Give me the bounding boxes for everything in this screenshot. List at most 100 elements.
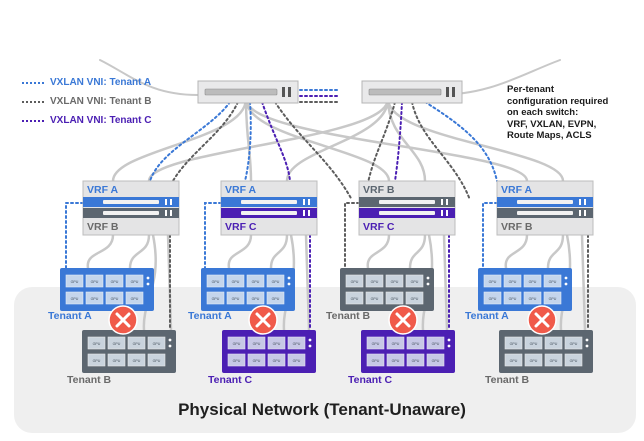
gpu-card: [503, 274, 522, 288]
leaf-led: [165, 199, 167, 205]
gpu-card: [426, 336, 445, 350]
gpu-label: GPU: [489, 297, 497, 301]
physical-link: [244, 97, 529, 183]
gpu-card: [147, 336, 166, 350]
gpu-label: GPU: [232, 297, 240, 301]
physical-link: [99, 59, 199, 96]
server-led: [146, 282, 150, 286]
gpu-label: GPU: [529, 297, 537, 301]
leaf-port-strip: [241, 200, 297, 204]
gpu-label: GPU: [71, 297, 79, 301]
gpu-label: GPU: [509, 280, 517, 284]
leaf-led: [584, 199, 586, 205]
gpu-card: [105, 274, 124, 288]
gpu-card: [246, 274, 265, 288]
gpu-card: [365, 291, 384, 305]
vni-link-tenant-c: [261, 101, 291, 182]
physical-link: [442, 233, 449, 332]
gpu-label: GPU: [71, 280, 79, 284]
server-led: [426, 282, 430, 286]
spine-switch: [197, 80, 299, 104]
leaf-top-vrf-label: VRF B: [363, 184, 395, 196]
physical-link: [86, 233, 115, 270]
server-led: [447, 344, 451, 348]
server-led: [168, 344, 172, 348]
note-line: VRF, VXLAN, EVPN,: [507, 118, 597, 130]
gpu-card: [385, 274, 404, 288]
vni-link-tenant-a: [65, 202, 84, 269]
gpu-card: [125, 274, 144, 288]
gpu-label: GPU: [510, 359, 518, 363]
leaf-led: [441, 199, 443, 205]
spine-led: [282, 87, 285, 97]
leaf-top-vrf-label: VRF A: [225, 184, 257, 196]
gpu-label: GPU: [391, 297, 399, 301]
gpu-label: GPU: [253, 359, 261, 363]
physical-link: [285, 97, 390, 183]
gpu-card: [386, 336, 405, 350]
gpu-card: [523, 274, 542, 288]
server-chassis: [340, 268, 434, 311]
gpu-label: GPU: [233, 359, 241, 363]
gpu-card: [564, 353, 583, 367]
gpu-card: [107, 336, 126, 350]
gpu-label: GPU: [113, 342, 121, 346]
gpu-card: [503, 291, 522, 305]
legend-label: VXLAN VNI: Tenant B: [50, 96, 152, 107]
gpu-card: [87, 353, 106, 367]
gpu-card: [544, 336, 563, 350]
gpu-label: GPU: [113, 359, 121, 363]
leaf-led: [303, 199, 305, 205]
gpu-label: GPU: [232, 280, 240, 284]
gpu-card: [65, 274, 84, 288]
gpu-card: [266, 291, 285, 305]
gpu-card: [206, 274, 225, 288]
gpu-card: [523, 291, 542, 305]
spine-port-bar: [368, 88, 442, 96]
gpu-card: [127, 353, 146, 367]
leaf-led: [446, 199, 448, 205]
gpu-card: [543, 274, 562, 288]
legend-item-tenant-b: VXLAN VNI: Tenant B: [22, 92, 151, 111]
physical-link: [304, 233, 311, 332]
gpu-label: GPU: [272, 297, 280, 301]
note-line: Route Maps, ACLS: [507, 130, 592, 141]
leaf-bottom-vrf-label: VRF B: [87, 221, 119, 233]
gpu-card: [287, 353, 306, 367]
gpu-card: [406, 353, 425, 367]
gpu-label: GPU: [351, 280, 359, 284]
gpu-label: GPU: [371, 297, 379, 301]
tenant-label: Tenant A: [48, 310, 92, 322]
gpu-card: [405, 274, 424, 288]
tenant-label: Tenant B: [326, 310, 371, 322]
gpu-label: GPU: [530, 342, 538, 346]
legend-line-tenant-b: [22, 100, 44, 103]
gpu-card: [386, 353, 405, 367]
vni-link-tenant-a: [244, 101, 252, 182]
gpu-card: [247, 336, 266, 350]
server-led: [564, 276, 568, 280]
gpu-card: [226, 291, 245, 305]
gpu-label: GPU: [570, 342, 578, 346]
server-led: [585, 344, 589, 348]
gpu-label: GPU: [252, 297, 260, 301]
gpu-card: [366, 353, 385, 367]
note-line: on each switch:: [507, 107, 579, 118]
physical-link: [504, 233, 529, 270]
legend-item-tenant-a: VXLAN VNI: Tenant A: [22, 73, 151, 92]
gpu-label: GPU: [111, 280, 119, 284]
gpu-card: [426, 353, 445, 367]
gpu-label: GPU: [133, 359, 141, 363]
gpu-label: GPU: [93, 359, 101, 363]
server-led: [287, 276, 291, 280]
